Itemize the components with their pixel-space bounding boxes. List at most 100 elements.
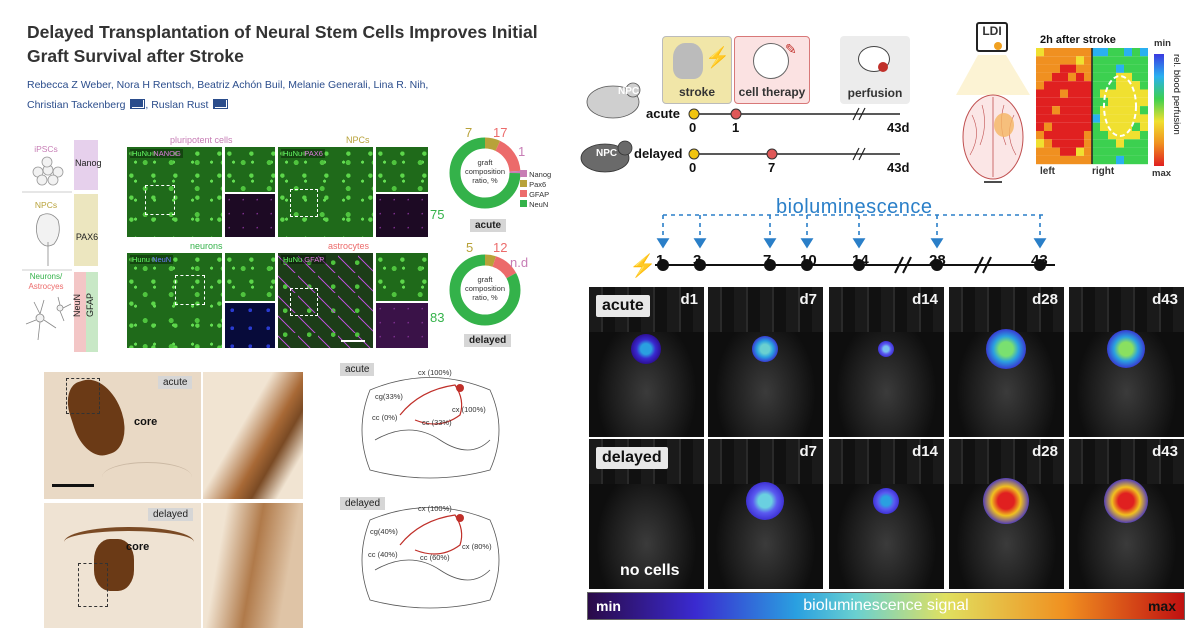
heatmap-cell [1036,106,1044,115]
heatmap-cell [1036,147,1044,156]
brain-outline-delayed [361,507,500,609]
heatmap-cell [1084,155,1092,165]
stain-nanog: HuNu NANOG [130,149,183,158]
heatmap-cell [1124,114,1132,123]
heatmap-cell [1108,89,1116,98]
heatmap-cell [1108,131,1116,140]
projection-acute [399,384,463,425]
heatmap-cell [1108,48,1116,57]
acute-cx-top: cx (100%) [418,368,452,377]
heatmap-cell [1084,122,1092,131]
paper-title: Delayed Transplantation of Neural Stem C… [27,22,538,66]
micro-nanog-zoom-purple [225,194,275,237]
heatmap-cell [1084,48,1092,57]
roi-box [290,288,318,316]
heatmap-cell [1092,122,1100,131]
micro-neun-zoom-blue [225,303,275,348]
heatmap-cell [1092,131,1100,140]
heatmap-cell [1108,56,1116,65]
heatmap-cell [1068,89,1076,98]
bli-day-label: d1 [680,291,698,308]
heatmap-cell [1084,114,1092,123]
heatmap-cell [1116,147,1124,156]
heatmap-cell [1076,56,1084,65]
bli-day-10: 10 [800,252,817,269]
author-list: Rebecca Z Weber, Nora H Rentsch, Beatriz… [27,79,429,111]
donut-legend: Nanog Pax6 GFAP NeuN [520,170,551,210]
heatmap-cell [1068,131,1076,140]
stroke-box: ⚡ stroke [662,36,732,104]
bli-arrow-head [800,238,814,249]
heatmap-cell [1052,64,1060,73]
donut-acute [449,137,521,209]
astrocytes-micro-label: astrocytes [328,241,370,251]
heatmap-cell [1052,147,1060,156]
heatmap-cell [1044,72,1052,82]
ldi-min-label: min [1154,38,1171,49]
heatmap-cell [1060,131,1068,140]
heatmap-cell [1068,48,1076,57]
heatmap-cell [1140,97,1148,107]
bli-timepoint-14 [853,259,865,271]
bli-timepoint-7 [764,259,776,271]
bli-timepoint-10 [801,259,813,271]
legend-pax6: Pax6 [520,180,551,190]
graft-site-acute [456,384,464,392]
neurons-label: Neurons/ [29,272,63,281]
heatmap-cell [1068,122,1076,131]
delayed-nanog-value: n.d [510,255,529,270]
heatmap-cell [1052,81,1060,90]
bli-arrow-head [763,238,777,249]
heatmap-cell [1124,131,1132,140]
heatmap-cell [1124,139,1132,148]
heatmap-cell [1068,97,1076,107]
bli-acute-d14: d14 [829,287,944,437]
heatmap-cell [1092,89,1100,98]
histology-delayed-zoom [203,503,303,628]
npcs-micro-label: NPCs [346,135,370,145]
graft-site-delayed [456,514,464,522]
email-icon[interactable] [130,99,146,109]
email-icon[interactable] [213,99,229,109]
pax6-marker-label: PAX6 [75,232,99,242]
treatment-timeline [580,82,900,173]
heatmap-cell [1100,139,1108,148]
heatmap-cell [1076,48,1084,57]
bli-day-label: d28 [1032,443,1058,460]
heatmap-cell [1052,122,1060,131]
micro-neun-overview: Hunu NeuN [127,253,222,348]
bli-colorbar: min bioluminescence signal max [587,592,1185,620]
heatmap-cell [1084,97,1092,107]
heatmap-cell [1044,56,1052,65]
bli-signal [1104,479,1148,523]
heatmap-cell [1124,64,1132,73]
author-tackenberg[interactable]: Christian Tackenberg [27,99,126,111]
histology-delayed-tag: delayed [148,508,194,521]
heatmap-cell [1140,89,1148,98]
heatmap-cell [1140,48,1148,57]
syringe-icon: ✎ [785,41,797,57]
bli-arrow-head [852,238,866,249]
heatmap-cell [1068,114,1076,123]
bli-day-14: 14 [852,252,869,269]
bli-signal [631,334,661,364]
heatmap-cell [1132,97,1140,107]
npc-label-acute: NPC [618,86,640,97]
heatmap-cell [1108,72,1116,82]
bli-day-1: 1 [656,252,665,269]
delayed-therapy-dot [766,148,778,160]
bli-acute-d7: d7 [708,287,823,437]
author-rust[interactable]: Ruslan Rust [151,99,209,111]
acute-slice-nanog [449,137,521,209]
legend-nanog: Nanog [520,170,551,180]
heatmap-cell [1100,122,1108,131]
heatmap-cell [1036,56,1044,65]
heatmap-cell [1084,131,1092,140]
authors-line-1[interactable]: Rebecca Z Weber, Nora H Rentsch, Beatriz… [27,79,429,91]
heatmap-cell [1116,97,1124,107]
heatmap-cell [1100,64,1108,73]
heatmap-cell [1052,72,1060,82]
heatmap-cell [1108,155,1116,165]
micro-nanog-zoom-green [225,147,275,192]
heatmap-cell [1100,131,1108,140]
